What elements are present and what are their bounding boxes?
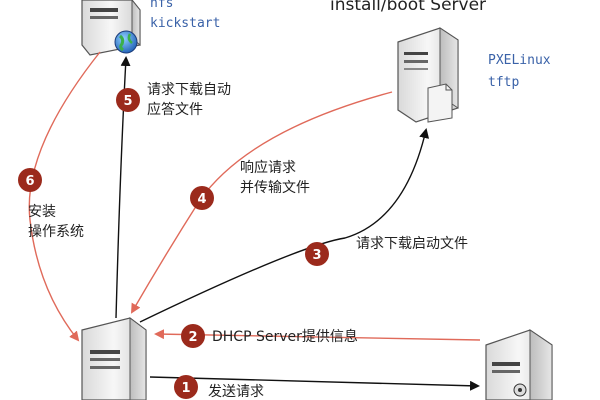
step-5-label-line-1: 请求下载自动 [147, 82, 231, 98]
server-title: install/boot Server [330, 0, 486, 15]
document-icon [427, 83, 453, 123]
client-computer [81, 317, 147, 400]
step-1-badge: 1 [174, 375, 198, 399]
step-6-number: 6 [25, 174, 34, 189]
step-6-label-line-2: 操作系统 [28, 224, 84, 240]
globe-icon [114, 30, 138, 54]
arrow-step-1 [149, 376, 480, 391]
step-3-label: 请求下载启动文件 [356, 236, 468, 252]
step-5-number: 5 [123, 94, 132, 109]
arrow-step-6 [28, 51, 101, 342]
step-2-badge: 2 [181, 324, 205, 348]
step-4-label-line-1: 响应请求 [240, 159, 296, 176]
step-4-label-line-2: 并传输文件 [240, 180, 310, 196]
disc-icon [513, 383, 527, 397]
step-6-badge: 6 [18, 168, 42, 192]
nfs-kickstart-server [81, 0, 141, 56]
step-1-label: 发送请求 [208, 384, 264, 400]
dhcp-server [485, 329, 553, 400]
step-2-number: 2 [188, 330, 197, 345]
step-3-number: 3 [312, 248, 321, 263]
step-6-label-line-1: 安装 [28, 204, 56, 220]
pxelinux-service-label: PXELinux [488, 53, 551, 68]
tftp-service-label: tftp [488, 75, 519, 90]
step-2-label: DHCP Server提供信息 [212, 328, 358, 345]
step-5-badge: 5 [116, 88, 140, 112]
step-3-badge: 3 [305, 242, 329, 266]
step-1-number: 1 [181, 381, 190, 396]
pxe-tftp-server [397, 27, 459, 123]
step-5-label-line-2: 应答文件 [147, 101, 203, 118]
arrow-step-2 [154, 329, 481, 341]
nfs-service-label: nfs [150, 0, 173, 11]
arrow-step-5 [115, 56, 131, 319]
kickstart-service-label: kickstart [150, 16, 220, 31]
arrow-step-3 [139, 128, 430, 323]
arrow-step-4 [130, 91, 393, 314]
step-4-badge: 4 [190, 186, 214, 210]
step-4-number: 4 [197, 192, 206, 207]
